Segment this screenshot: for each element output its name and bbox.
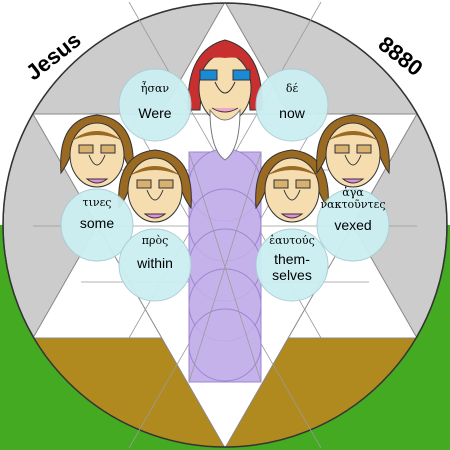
greek-word: ἀγα [342,186,364,199]
english-word-line2: selves [272,267,312,283]
greek-word: πρὸς [142,234,168,247]
english-word: Were [138,105,171,121]
face-left-inner [118,149,192,223]
greek-word: δέ [286,82,299,95]
lilac-column [188,148,262,383]
eye [295,179,311,189]
english-word: some [80,215,114,231]
face-left-outer [60,114,134,188]
face-right-inner [255,149,329,223]
greek-word: τινες [83,196,112,209]
lens-shape [209,108,241,161]
eye [356,144,372,154]
lilac-circle [188,308,262,382]
word-bubble-within: πρὸς within [118,228,192,302]
eye [100,144,116,154]
side-faces [60,114,390,223]
word-bubble-themselves: ἑαυτούς them- selves [255,228,329,302]
english-word: vexed [334,217,371,233]
word-bubble-some: τινες some [60,188,134,262]
greek-word: ἦσαν [141,80,170,95]
eye-right [232,69,251,81]
eye [158,179,174,189]
word-bubble-were: ἦσαν Were [118,68,192,142]
eye [136,179,152,189]
greek-word: ἑαυτούς [269,234,315,247]
word-bubble-now: δέ now [255,68,329,142]
greek-word-line2: νακτοῦντες [320,198,385,211]
english-word: now [279,105,306,121]
eye [334,144,350,154]
english-word: them- [274,251,310,267]
word-bubble-vexed: ἀγα νακτοῦντες vexed [316,186,390,262]
eye [78,144,94,154]
english-word: within [136,255,173,271]
face-top [187,39,263,123]
face-right-outer [316,114,390,188]
eye-left [199,69,218,81]
eye [273,179,289,189]
